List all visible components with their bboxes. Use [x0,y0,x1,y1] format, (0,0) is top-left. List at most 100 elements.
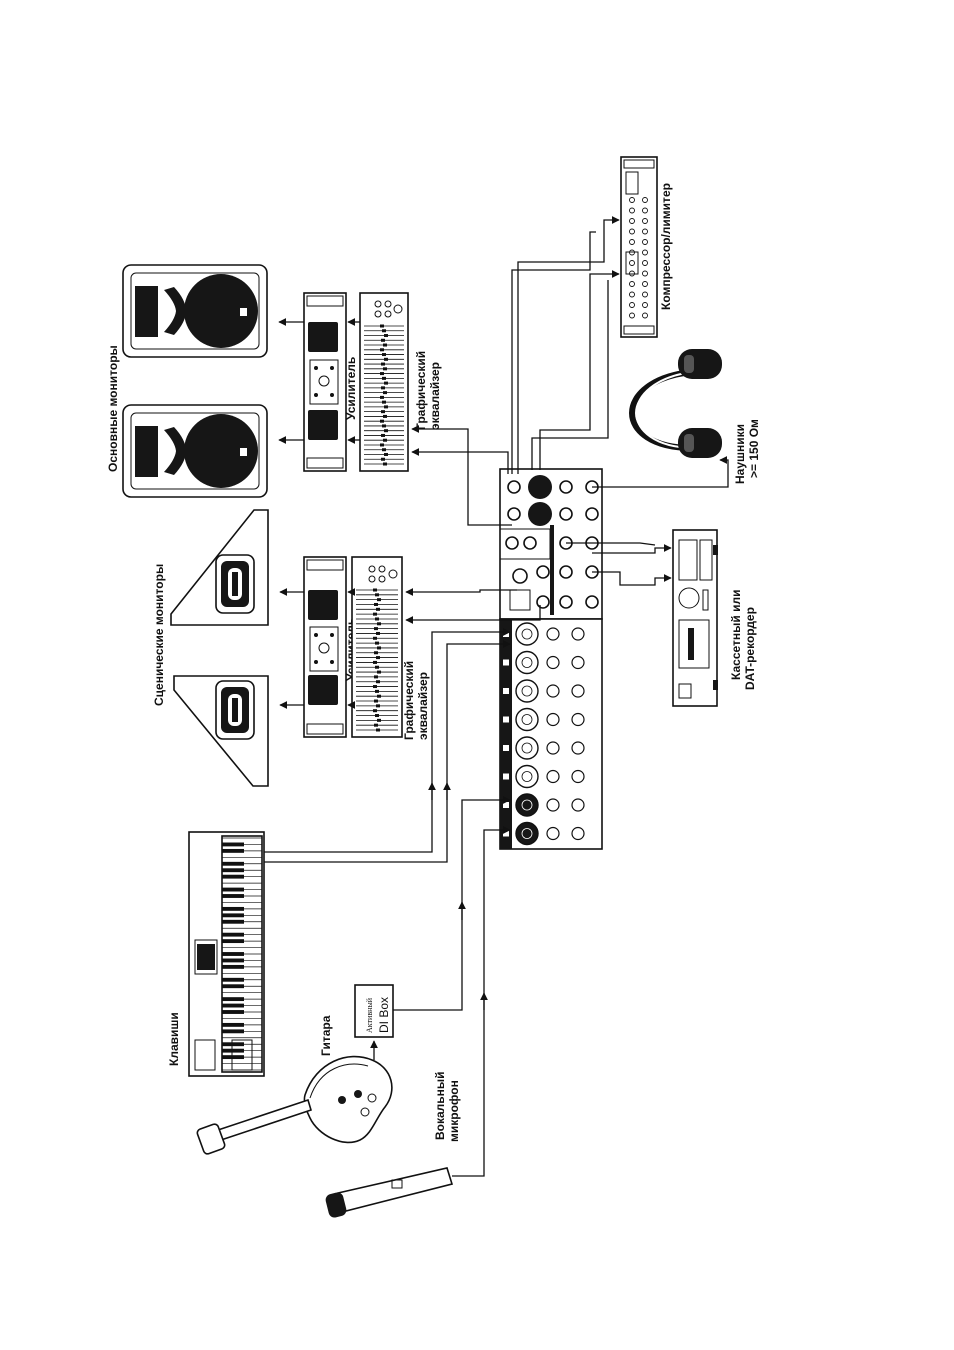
black-key [222,1042,244,1046]
eq-slider-knob [382,448,386,451]
main-monitors-label: Основные мониторы [106,345,120,472]
eq-slider-knob [376,656,380,659]
stage-monitor-wedge-2 [174,676,268,786]
eq-slider-knob [377,719,381,722]
insert-jack [572,628,584,640]
black-key [222,849,244,853]
eq-slider-knob [373,589,377,592]
channel-number-tag [503,745,509,751]
eq-slider-knob [382,353,386,356]
black-key [222,984,244,988]
eq-slider-knob [383,344,387,347]
eq-slider-knob [377,671,381,674]
eq-slider-knob [381,410,385,413]
eq-slider-knob [375,714,379,717]
black-key [222,965,244,969]
di-box-label-1: Активный [365,997,374,1033]
insert-jack [572,742,584,754]
eq-slider-knob [383,391,387,394]
active-di-box: Активный DI Box [355,985,393,1037]
eq-slider-knob [380,325,384,328]
eq-slider-knob [380,348,384,351]
eq-slider-knob [384,334,388,337]
eq-main-label-1: Графический [414,351,428,430]
eq-slider-knob [374,627,378,630]
headphones-label-2: >= 150 Ом [747,419,761,478]
line-input-jack [547,657,559,669]
amplifier-main [304,293,346,471]
black-key [222,894,244,898]
black-key [222,952,244,956]
channel-number-tag [503,774,509,780]
black-key [222,933,244,937]
black-key [222,907,244,911]
eq-slider-knob [384,405,388,408]
compressor-limiter-unit [621,157,657,337]
eq-slider-knob [381,363,385,366]
eq-main-label-2: эквалайзер [428,362,442,430]
eq-slider-knob [382,424,386,427]
line-input-jack [547,714,559,726]
eq-slider-knob [374,603,378,606]
eq-slider-knob [377,598,381,601]
channel-number-tag [503,660,509,666]
eq-slider-knob [380,396,384,399]
cassette-dat-recorder [673,530,718,706]
black-key [222,888,244,892]
xlr-input-jack [516,623,538,645]
eq-slider-knob [376,729,380,732]
eq-slider-knob [375,593,379,596]
stage-monitor-wedge-1 [171,510,268,625]
line-input-jack [547,685,559,697]
black-key [222,1023,244,1027]
mic-label-1: Вокальный [433,1071,447,1140]
eq-slider-knob [373,685,377,688]
compressor-label: Компрессор/лимитер [659,183,673,310]
black-key [222,862,244,866]
guitar-label: Гитара [319,1015,333,1056]
eq-slider-knob [384,453,388,456]
recorder-label-1: Кассетный или [729,590,743,680]
eq-slider-knob [373,637,377,640]
eq-slider-knob [382,377,386,380]
recorder-label-2: DAT-рекордер [743,607,757,690]
insert-jack [572,685,584,697]
eq-slider-knob [381,339,385,342]
keys-label: Клавиши [167,1012,181,1066]
eq-slider-knob [383,439,387,442]
xlr-input-jack [516,680,538,702]
eq-slider-knob [382,401,386,404]
eq-slider-knob [383,463,387,466]
black-key [222,843,244,847]
line-input-jack [547,628,559,640]
insert-jack [572,714,584,726]
main-monitor-speaker-1 [123,265,267,357]
eq-slider-knob [380,372,384,375]
amplifier-main-label: Усилитель [344,357,358,420]
eq-slider-knob [384,429,388,432]
graphic-eq-main [360,293,408,471]
insert-jack [572,657,584,669]
channel-number-tag [503,802,509,808]
eq-stage-label-1: Графический [402,661,416,740]
eq-slider-knob [376,632,380,635]
insert-jack [572,799,584,811]
eq-slider-knob [380,420,384,423]
black-key [222,1049,244,1053]
eq-slider-knob [384,358,388,361]
eq-slider-knob [376,704,380,707]
black-key [222,959,244,963]
keyboard-instrument [189,832,264,1076]
eq-slider-knob [381,386,385,389]
black-key [222,913,244,917]
headphones [632,349,722,458]
eq-slider-knob [376,608,380,611]
black-key [222,939,244,943]
eq-slider-knob [373,613,377,616]
xlr-input-jack [516,823,538,845]
eq-stage-label-2: эквалайзер [416,672,430,740]
xlr-input-jack [516,652,538,674]
eq-slider-knob [374,675,378,678]
eq-slider-knob [374,700,378,703]
